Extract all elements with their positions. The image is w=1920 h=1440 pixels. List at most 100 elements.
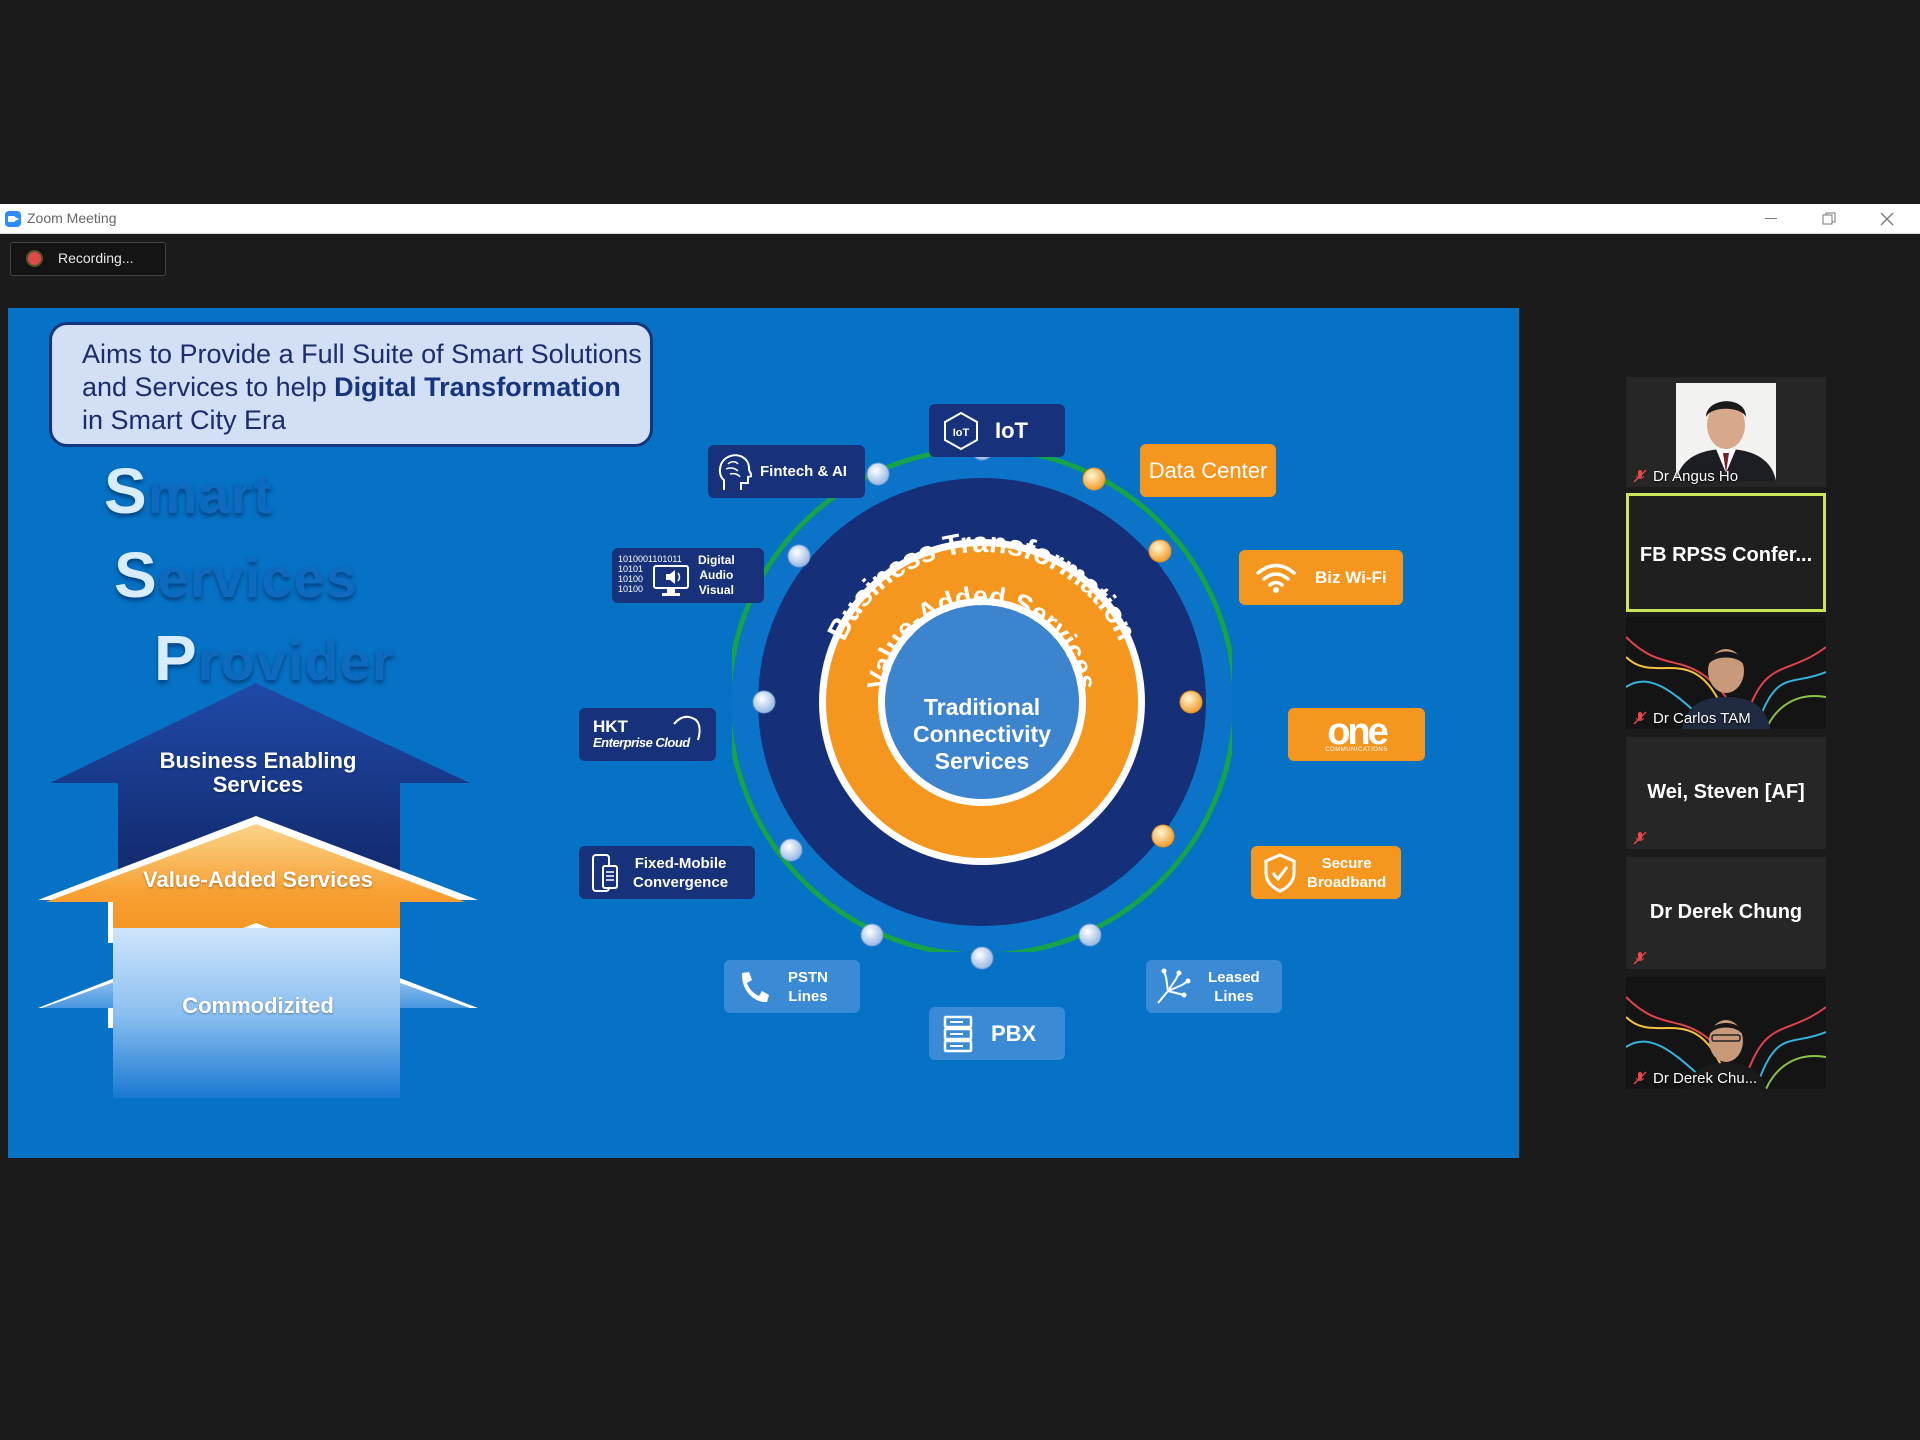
- participant-name: Dr Derek Chung: [1649, 901, 1803, 923]
- leased-lines-line: Leased: [1208, 968, 1260, 986]
- center-line: Services: [934, 748, 1030, 774]
- participant-tile[interactable]: Dr Derek Chu...: [1626, 977, 1826, 1089]
- ssp-initial: S: [104, 455, 148, 527]
- participant-name: Dr Derek Chu...: [1653, 1070, 1758, 1087]
- connector-dot: [866, 462, 890, 486]
- secure-broadband-line: Secure: [1321, 854, 1372, 872]
- one-logo-text: one: [1327, 710, 1389, 753]
- ssp-rest: rovider: [197, 629, 395, 692]
- service-secure-broadband: Secure Broadband: [1251, 846, 1401, 899]
- leased-lines-text: Leased Lines: [1208, 968, 1260, 1006]
- center-line: Traditional: [923, 694, 1041, 720]
- binary-line: 1010001101011: [618, 553, 682, 564]
- connector-dot: [1078, 923, 1102, 947]
- secure-broadband-text: Secure Broadband: [1307, 854, 1386, 892]
- circuit-hand-icon: [1152, 967, 1192, 1007]
- recording-dot-icon: [28, 252, 41, 265]
- digital-av-line: Audio: [699, 568, 734, 582]
- participant-tile[interactable]: Dr Angus Ho: [1626, 377, 1826, 487]
- service-one-communications: one COMMUNICATIONS: [1288, 708, 1425, 761]
- fixed-mobile-line: Fixed-Mobile: [634, 854, 727, 872]
- service-iot: IoT IoT: [929, 404, 1065, 457]
- callout-line-2-bold: Digital Transformation: [334, 372, 621, 402]
- participant-tile[interactable]: Dr Derek Chung: [1626, 857, 1826, 969]
- service-leased-lines: Leased Lines: [1146, 960, 1282, 1013]
- svg-text:IoT: IoT: [953, 427, 970, 439]
- phone-device-icon: [591, 853, 619, 893]
- binary-line: 10100: [618, 583, 644, 594]
- connector-dot: [752, 690, 776, 714]
- binary-monitor-icon: 1010001101011 10101 10100 10100: [618, 551, 698, 601]
- ssp-initial: P: [154, 622, 198, 694]
- connector-dot: [970, 946, 994, 970]
- recording-indicator[interactable]: Recording...: [10, 242, 166, 276]
- close-button[interactable]: [1858, 204, 1916, 233]
- restore-button[interactable]: [1800, 204, 1858, 233]
- service-fixed-mobile: Fixed-Mobile Convergence: [579, 846, 755, 899]
- service-biz-wifi-label: Biz Wi-Fi: [1315, 567, 1387, 587]
- service-biz-wifi: Biz Wi-Fi: [1239, 550, 1403, 605]
- service-digital-av: 1010001101011 10101 10100 10100 Digital …: [612, 548, 764, 603]
- participant-tile[interactable]: Dr Carlos TAM: [1626, 617, 1826, 729]
- fixed-mobile-text: Fixed-Mobile Convergence: [633, 854, 728, 892]
- ssp-word-provider: Provider: [154, 621, 395, 695]
- ssp-rest: mart: [147, 462, 274, 525]
- minimize-button[interactable]: [1742, 204, 1800, 233]
- ring-center-text: Traditional Connectivity Services: [882, 694, 1082, 775]
- wifi-icon: [1255, 562, 1297, 594]
- enterprise-cloud-text: Enterprise Cloud: [593, 734, 690, 750]
- restore-icon: [1822, 212, 1836, 224]
- binary-line: 10100: [618, 573, 644, 584]
- connector-dot: [860, 923, 884, 947]
- secure-broadband-line: Broadband: [1307, 873, 1387, 891]
- digital-av-line: Visual: [698, 583, 734, 597]
- participant-video-derek-chung: [1626, 977, 1826, 1089]
- connector-dot: [1148, 539, 1172, 563]
- binary-line: 10101: [618, 563, 644, 574]
- ssp-word-services: Services: [114, 538, 358, 612]
- participant-tile[interactable]: Wei, Steven [AF]: [1626, 737, 1826, 849]
- muted-mic-icon: [1633, 1071, 1647, 1085]
- fixed-mobile-line: Convergence: [633, 873, 729, 891]
- service-fintech-label: Fintech & AI: [760, 463, 847, 480]
- connector-dot: [787, 544, 811, 568]
- muted-mic-icon: [1633, 951, 1647, 965]
- ssp-initial: S: [114, 539, 158, 611]
- monitor-speaker-icon: [653, 564, 689, 596]
- connector-dot: [1151, 824, 1175, 848]
- callout-line-3: in Smart City Era: [82, 405, 287, 435]
- pstn-line: Lines: [788, 987, 828, 1005]
- digital-av-text: Digital Audio Visual: [698, 553, 735, 598]
- service-pstn: PSTN Lines: [724, 960, 860, 1013]
- window-titlebar: Zoom Meeting: [0, 204, 1920, 234]
- service-pbx: PBX: [929, 1007, 1065, 1060]
- service-pbx-label: PBX: [991, 1020, 1037, 1046]
- brain-head-icon: [716, 452, 752, 492]
- callout-line-2-prefix: and Services to help: [82, 372, 335, 402]
- shared-slide: Aims to Provide a Full Suite of Smart So…: [8, 308, 1519, 1158]
- service-iot-label: IoT: [995, 417, 1028, 443]
- server-rack-icon: [943, 1015, 973, 1053]
- connector-dot: [779, 838, 803, 862]
- callout-line-2: and Services to help Digital Transformat…: [82, 371, 621, 404]
- digital-av-line: Digital: [698, 553, 735, 567]
- pyramid-middle-label: Value-Added Services: [143, 867, 373, 892]
- one-logo-subtext: COMMUNICATIONS: [1325, 746, 1388, 753]
- center-line: Connectivity: [912, 721, 1052, 747]
- zoom-app-icon: [5, 211, 21, 227]
- participant-tile-active-speaker[interactable]: FB RPSS Confer...: [1626, 493, 1826, 612]
- connector-dot: [1082, 467, 1106, 491]
- service-hkt-enterprise-cloud: HKT Enterprise Cloud: [579, 708, 716, 761]
- traditional-core: [885, 605, 1079, 799]
- phone-handset-icon: [738, 970, 770, 1004]
- leased-lines-line: Lines: [1214, 987, 1254, 1005]
- pstn-text: PSTN Lines: [788, 968, 828, 1006]
- slide-callout: Aims to Provide a Full Suite of Smart So…: [49, 322, 653, 447]
- pyramid-bottom-body: [113, 928, 400, 1098]
- close-icon: [1880, 212, 1894, 225]
- pyramid-top-arrow: [50, 683, 470, 873]
- hkt-logo: HKT Enterprise Cloud: [593, 718, 690, 751]
- connector-dot: [1179, 690, 1203, 714]
- service-fintech: Fintech & AI: [708, 445, 865, 498]
